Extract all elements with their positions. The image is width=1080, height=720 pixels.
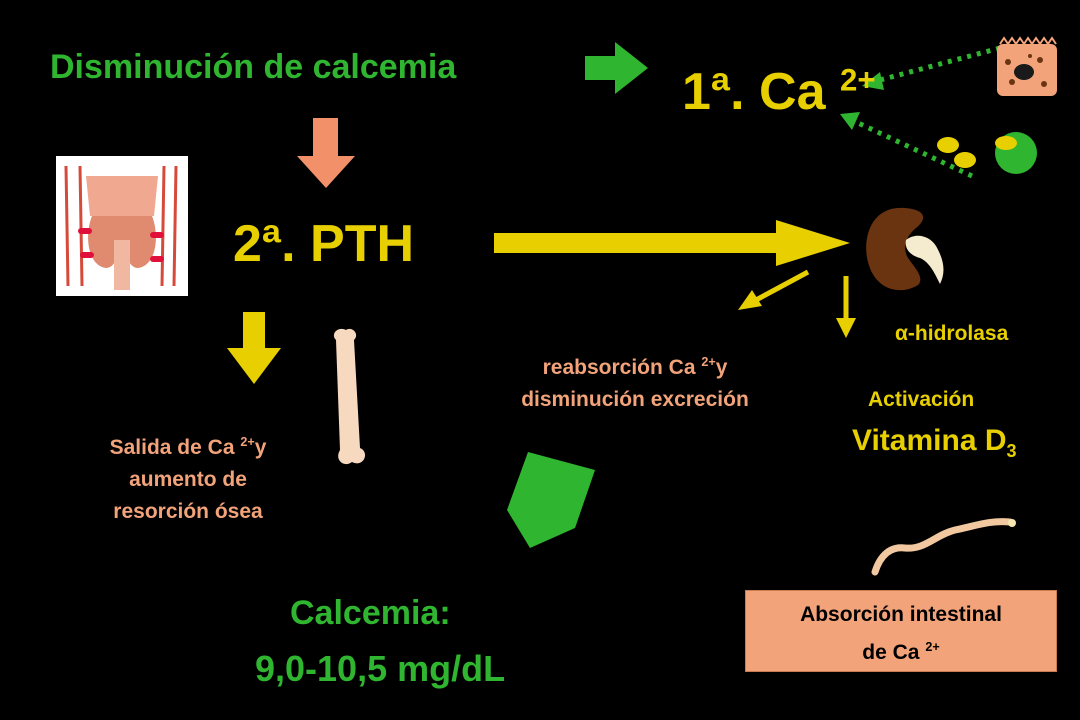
- intestinal-absorption-box: Absorción intestinal de Ca 2+: [745, 590, 1057, 672]
- yellow-thin-down-head: [836, 318, 856, 338]
- cell-icon: [997, 36, 1057, 96]
- activation-label: Activación: [868, 388, 975, 411]
- ion-ellipse-1: [937, 137, 959, 153]
- bone-effect-line3: resorción ósea: [113, 500, 263, 523]
- enzyme-label: α-hidrolasa: [895, 322, 1009, 345]
- kidney-effect-line1: reabsorción Ca 2+y: [542, 355, 728, 379]
- bone-icon: [333, 328, 366, 465]
- ion-ellipse-2: [954, 152, 976, 168]
- green-chevron-arrow: [507, 452, 595, 548]
- step2-pth: 2ª. PTH: [233, 215, 415, 273]
- step1-calcium: 1ª. Ca 2+: [682, 62, 876, 122]
- bone-effect-line1: Salida de Ca 2+y: [109, 435, 267, 459]
- calcemia-label: Calcemia:: [290, 594, 451, 632]
- orange-down-arrow: [297, 118, 355, 188]
- alpha-symbol: α: [895, 322, 908, 345]
- green-dotted-line-top: [879, 45, 1001, 83]
- step1-main: 1ª. Ca: [682, 63, 826, 121]
- green-dotted-head-top: [862, 72, 884, 90]
- yellow-right-arrow: [494, 220, 850, 266]
- intestine-icon: [871, 518, 1014, 576]
- thyroid-anatomy-image: [56, 156, 188, 296]
- kidney-effect-line2: disminución excreción: [521, 388, 749, 411]
- green-right-arrow: [585, 42, 648, 94]
- yellow-diag-arrow-head: [738, 290, 762, 310]
- green-dotted-head-bottom: [840, 112, 860, 130]
- green-dotted-line-bottom: [854, 119, 974, 179]
- vitamin-d-label: Vitamina D3: [852, 424, 1017, 461]
- calcemia-range: 9,0-10,5 mg/dL: [255, 648, 506, 689]
- intestine-line1: Absorción intestinal: [800, 603, 1002, 626]
- yellow-diag-arrow-shaft: [754, 269, 810, 303]
- intestine-line2: de Ca 2+: [862, 640, 940, 664]
- kidney-icon: [866, 207, 944, 291]
- yellow-down-arrow: [227, 312, 281, 384]
- thyroid-icon: [64, 165, 178, 290]
- bone-effect-text: Salida de Ca 2+y aumento de resorción ós…: [70, 426, 306, 528]
- kidney-effect-text: reabsorción Ca 2+y disminución excreción: [470, 346, 800, 416]
- title-text: Disminución de calcemia: [50, 48, 457, 86]
- bone-effect-line2: aumento de: [129, 468, 247, 491]
- green-cell-nucleus: [995, 136, 1017, 150]
- step1-sup: 2+: [840, 62, 876, 98]
